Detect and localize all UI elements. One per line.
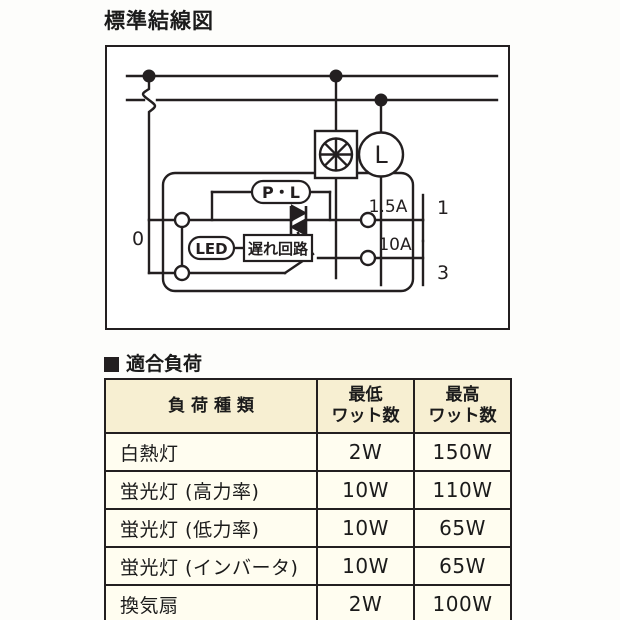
- loads-heading-text: 適合負荷: [126, 353, 203, 375]
- terminal-3-label: 3: [437, 262, 449, 284]
- table-body: 白熱灯 2W 150W 蛍光灯 (高力率) 10W 110W 蛍光灯 (低力率)…: [104, 432, 512, 620]
- cell-max-watt: 110W: [413, 470, 512, 510]
- cell-min-watt: 2W: [316, 432, 415, 472]
- table-row: 蛍光灯 (低力率) 10W 65W: [104, 508, 512, 548]
- cell-min-watt: 10W: [316, 546, 415, 586]
- cell-load-type: 蛍光灯 (低力率): [104, 508, 318, 548]
- column-header-load-type-text: 負 荷 種 類: [168, 395, 254, 416]
- cell-max-watt: 150W: [413, 432, 512, 472]
- table-row: 白熱灯 2W 150W: [104, 432, 512, 472]
- neutral-drop-wire: [141, 74, 157, 222]
- terminal-0-label: 0: [132, 228, 144, 250]
- pilot-lamp-label: P・L: [262, 183, 300, 202]
- terminal-0-upper: [173, 211, 191, 229]
- fan-symbol: [313, 129, 359, 180]
- column-header-max-watt: 最高 ワット数: [413, 378, 512, 434]
- table-header-row: 負 荷 種 類 最低 ワット数 最高 ワット数: [104, 378, 512, 434]
- min-watt-line1: 最低: [348, 385, 383, 405]
- lamp-symbol-letter: L: [374, 141, 388, 169]
- led-label: LED: [195, 240, 227, 258]
- terminal-3-point: [359, 249, 377, 267]
- triac-symbol: [289, 204, 308, 236]
- diagram-title: 標準結線図: [104, 9, 214, 33]
- compatible-loads-table: 負 荷 種 類 最低 ワット数 最高 ワット数 白熱灯 2W 150W 蛍光灯 …: [104, 378, 512, 620]
- min-watt-line2: ワット数: [331, 406, 400, 426]
- loads-heading: 適合負荷: [104, 352, 202, 376]
- cell-load-type: 白熱灯: [104, 432, 318, 472]
- led-symbol: LED: [187, 235, 236, 261]
- cell-max-watt: 100W: [413, 584, 512, 620]
- square-bullet-icon: [104, 356, 119, 372]
- terminal-1-point: [359, 211, 377, 229]
- max-watt-line2: ワット数: [428, 406, 497, 426]
- cell-min-watt: 10W: [316, 508, 415, 548]
- cell-max-watt: 65W: [413, 508, 512, 548]
- cell-min-watt: 10W: [316, 470, 415, 510]
- pilot-lamp-symbol: P・L: [250, 179, 312, 205]
- cell-min-watt: 2W: [316, 584, 415, 620]
- max-watt-line1: 最高: [445, 385, 480, 405]
- delay-circuit-symbol: 遅れ回路: [242, 233, 314, 263]
- table-row: 換気扇 2W 100W: [104, 584, 512, 620]
- terminal-0-lower: [173, 264, 191, 282]
- device-body-outline: [161, 171, 415, 293]
- junction-dot-lamp: [374, 93, 388, 107]
- wiring-diagram: L P・L LED 遅れ回路 0 1 3 1.5A 10A: [125, 69, 499, 293]
- cell-load-type: 蛍光灯 (高力率): [104, 470, 318, 510]
- rating-10a-label: 10A: [378, 235, 412, 255]
- lamp-symbol: L: [357, 131, 405, 178]
- cell-max-watt: 65W: [413, 546, 512, 586]
- junction-dot-neutral: [142, 69, 156, 83]
- cell-load-type: 換気扇: [104, 584, 318, 620]
- rating-1-5a-label: 1.5A: [369, 197, 408, 217]
- table-row: 蛍光灯 (高力率) 10W 110W: [104, 470, 512, 510]
- junction-dot-fan: [329, 69, 343, 83]
- delay-circuit-label: 遅れ回路: [248, 240, 309, 258]
- cell-load-type: 蛍光灯 (インバータ): [104, 546, 318, 586]
- terminal-1-label: 1: [437, 197, 449, 219]
- column-header-min-watt: 最低 ワット数: [316, 378, 415, 434]
- column-header-load-type: 負 荷 種 類: [104, 378, 318, 434]
- table-row: 蛍光灯 (インバータ) 10W 65W: [104, 546, 512, 586]
